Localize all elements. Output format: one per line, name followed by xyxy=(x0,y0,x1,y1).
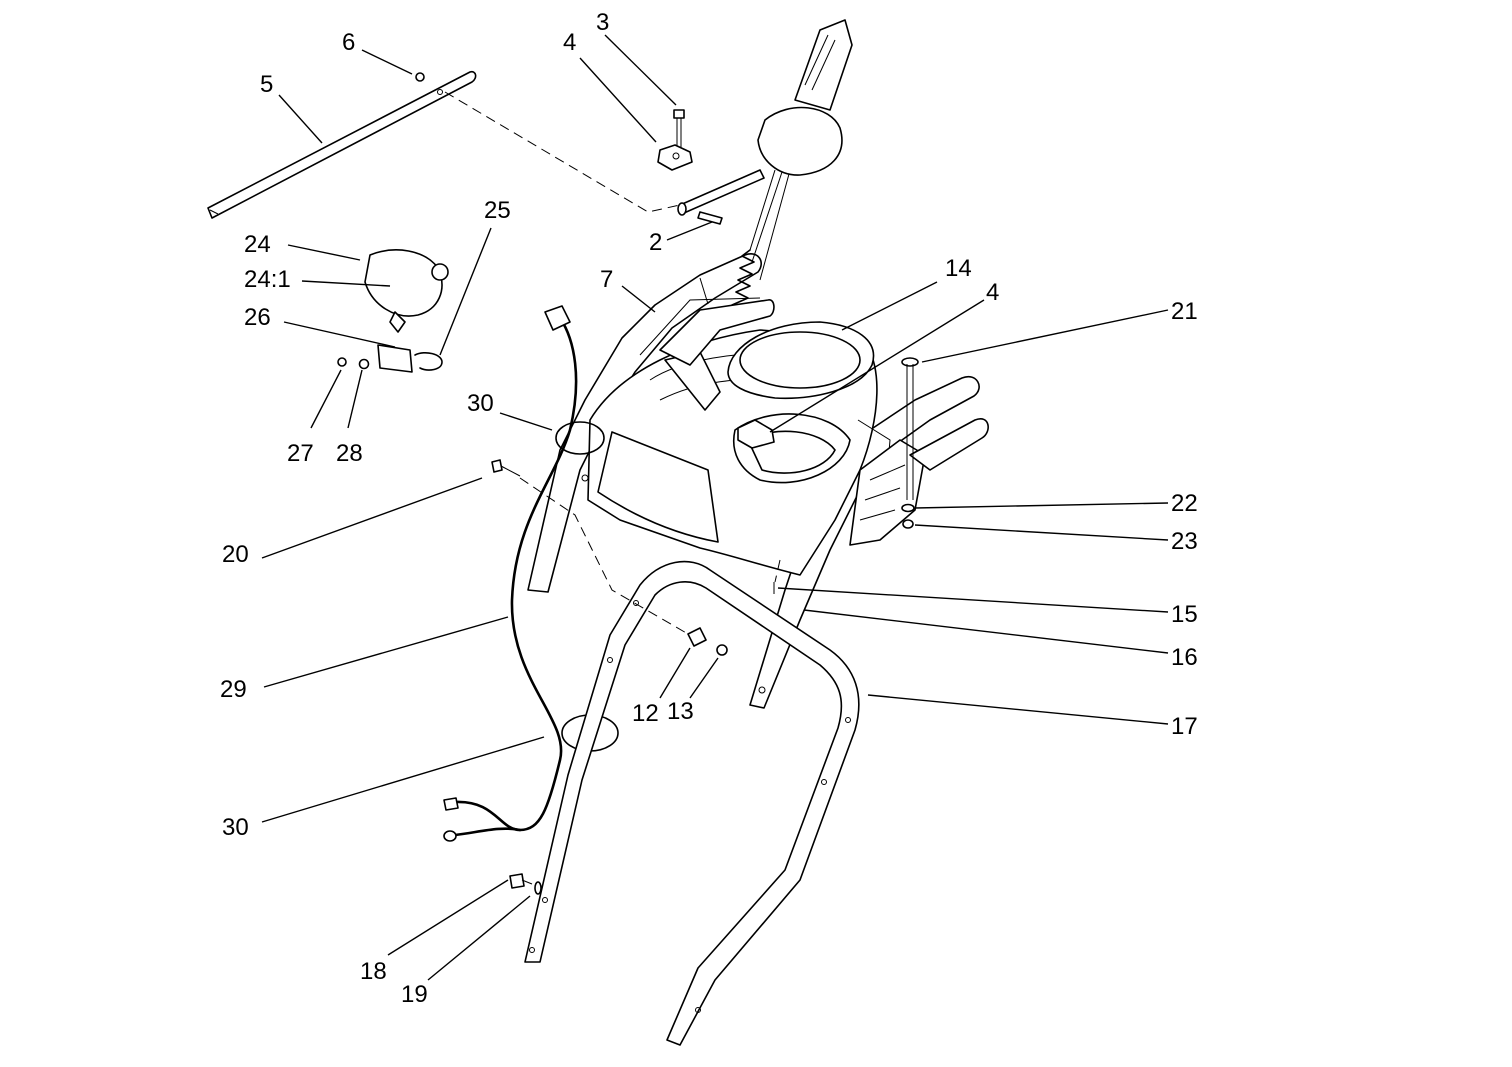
chute-deflector xyxy=(727,321,875,400)
callout-5: 5 xyxy=(260,71,273,98)
callout-17: 17 xyxy=(1171,713,1198,740)
callout-30-lower: 30 xyxy=(222,814,249,841)
dash-panel xyxy=(587,297,989,576)
leader-lines xyxy=(261,34,1169,981)
callout-28: 28 xyxy=(336,440,363,467)
knob-12 xyxy=(687,627,707,647)
callout-26: 26 xyxy=(244,304,271,331)
callout-labels: 2 3 4 4 5 6 7 12 13 14 15 16 17 18 19 20… xyxy=(220,9,1198,1008)
nut-13 xyxy=(716,644,728,656)
washer-28 xyxy=(358,358,370,370)
callout-13: 13 xyxy=(667,698,694,725)
clip-25 xyxy=(414,352,443,371)
callout-19: 19 xyxy=(401,981,428,1008)
callout-15: 15 xyxy=(1171,601,1198,628)
shift-lever-housing xyxy=(749,19,853,281)
bracket-4-lower xyxy=(737,419,775,449)
callout-22: 22 xyxy=(1171,490,1198,517)
headlight xyxy=(364,249,449,333)
callout-4-lower: 4 xyxy=(986,279,999,306)
callout-12: 12 xyxy=(632,700,659,727)
callout-21: 21 xyxy=(1171,298,1198,325)
lower-handle xyxy=(524,560,860,1046)
shift-spring xyxy=(731,249,755,306)
bolt-20 xyxy=(491,459,521,477)
nut-27 xyxy=(337,357,347,367)
nut-23 xyxy=(902,519,914,529)
bolt-18 xyxy=(509,873,533,889)
callout-3: 3 xyxy=(596,9,609,36)
callout-24-1: 24:1 xyxy=(244,266,291,293)
callout-7: 7 xyxy=(600,266,613,293)
headlight-bracket xyxy=(377,344,413,373)
callout-24: 24 xyxy=(244,231,271,258)
shift-rod xyxy=(677,169,765,216)
bracket-4-upper xyxy=(657,144,693,171)
bolt-3 xyxy=(673,109,685,149)
callout-6: 6 xyxy=(342,29,355,56)
cable-tie-upper xyxy=(555,421,605,455)
callout-18: 18 xyxy=(360,958,387,985)
callout-14: 14 xyxy=(945,255,972,282)
callout-20: 20 xyxy=(222,541,249,568)
callout-30-upper: 30 xyxy=(467,390,494,417)
washer-22 xyxy=(901,503,915,513)
carriage-bolt-21 xyxy=(901,357,919,500)
callout-2: 2 xyxy=(649,229,662,256)
callout-23: 23 xyxy=(1171,528,1198,555)
callout-29: 29 xyxy=(220,676,247,703)
rod-5 xyxy=(207,70,477,219)
nut-6 xyxy=(415,72,425,82)
pin-2 xyxy=(697,211,723,225)
washer-19 xyxy=(534,881,542,895)
alignment-lines xyxy=(444,91,781,635)
callout-27: 27 xyxy=(287,440,314,467)
callout-16: 16 xyxy=(1171,644,1198,671)
callout-4-upper: 4 xyxy=(563,29,576,56)
callout-25: 25 xyxy=(484,197,511,224)
